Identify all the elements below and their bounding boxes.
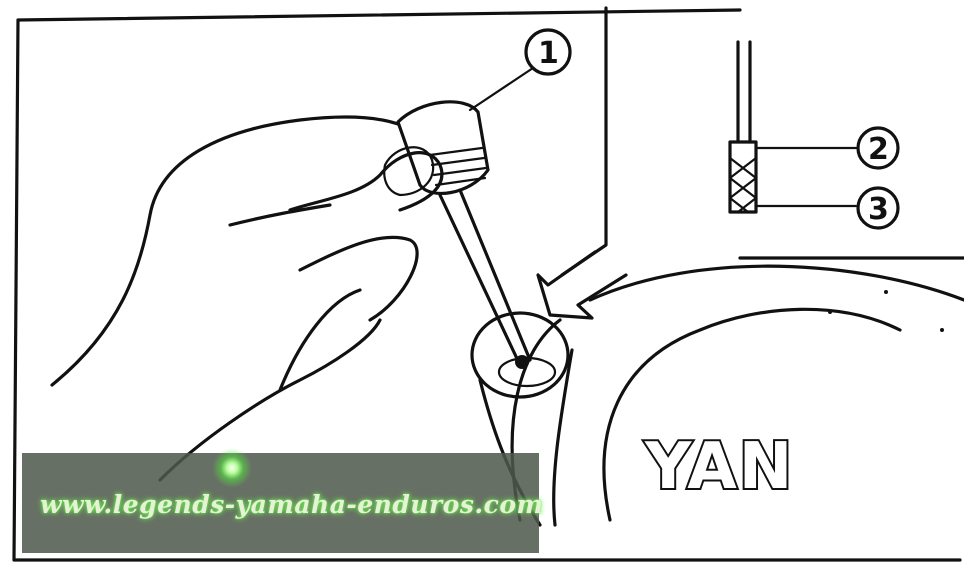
callout-1-leader: [470, 68, 533, 110]
inset-crosshatch: [730, 158, 756, 212]
dipstick-tip: [515, 355, 529, 369]
callout-1-number: 1: [538, 36, 559, 71]
pointer-arrow: [538, 252, 626, 318]
engine-brand-text: YAN: [644, 430, 794, 504]
cap-threads: [430, 148, 486, 185]
watermark-sparkle: [212, 448, 252, 488]
engine-dot-2: [828, 310, 832, 314]
callout-3-number: 3: [868, 192, 889, 227]
engine-dot-1: [884, 290, 888, 294]
dipstick-rod: [440, 190, 530, 365]
engine-dot-3: [940, 328, 944, 332]
inset-panel-frame: [562, 8, 964, 275]
callout-2-number: 2: [868, 132, 889, 167]
watermark-text: www.legends-yamaha-enduros.com: [40, 490, 544, 519]
inset-dipstick-rod: [738, 42, 750, 142]
